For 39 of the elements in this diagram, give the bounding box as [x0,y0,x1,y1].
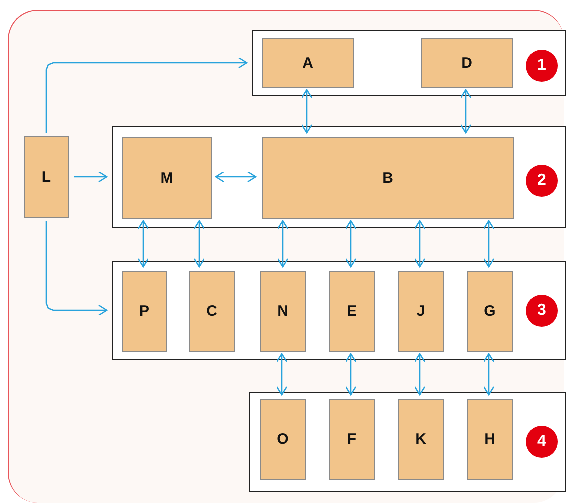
component-box: B [262,137,514,219]
component-box: L [24,136,69,218]
component-box: J [398,271,444,352]
number-badge: 2 [526,165,558,197]
arrow [460,89,472,134]
component-box: K [398,399,444,480]
arrow [46,57,248,133]
arrow [276,353,288,396]
component-box: A [262,38,354,88]
component-box: O [260,399,306,480]
component-box: G [467,271,513,352]
component-box: N [260,271,306,352]
arrow [194,220,206,268]
arrow [483,353,495,396]
component-box: P [122,271,167,352]
component-box: H [467,399,513,480]
component-box: D [421,38,513,88]
component-box: C [189,271,235,352]
component-box: M [122,137,212,219]
number-badge: 4 [526,426,558,458]
tier-panel [112,261,566,360]
number-badge: 3 [526,295,558,327]
component-box: F [329,399,375,480]
arrow [414,220,426,268]
arrow [138,220,150,268]
number-badge: 1 [526,50,558,82]
arrow [215,171,257,183]
arrow [345,353,357,396]
tier-panel [249,392,566,492]
arrow [46,221,108,316]
arrow [414,353,426,396]
arrow [345,220,357,268]
arrow [483,220,495,268]
tier-panel [112,126,566,228]
arrow [301,89,313,134]
arrow [277,220,289,268]
component-box: E [329,271,375,352]
tier-panel [252,30,566,96]
arrow [74,171,108,183]
